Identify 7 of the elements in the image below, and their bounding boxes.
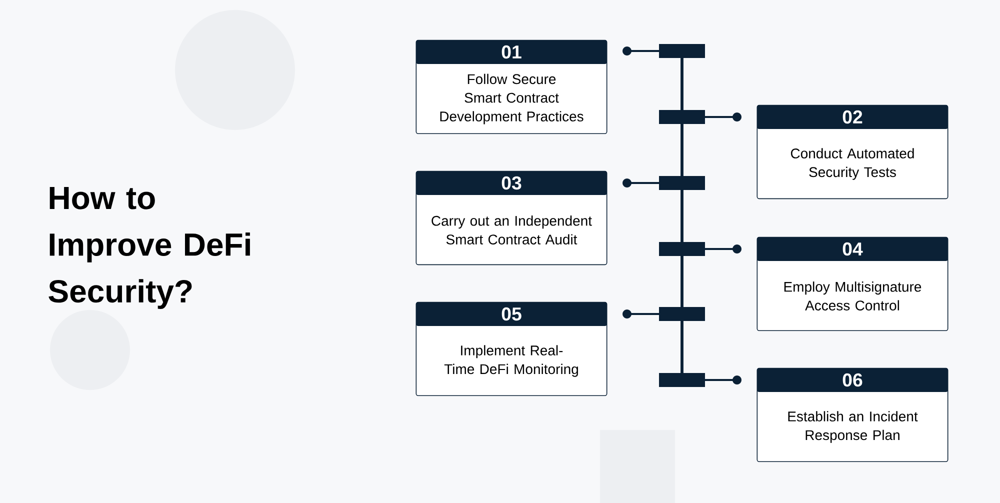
step-card: 03 Carry out an Independent Smart Contract Audit — [416, 170, 608, 266]
step-card: 06 Establish an Incident Response Plan — [756, 368, 948, 462]
step-card: 02 Conduct Automated Security Tests — [756, 104, 948, 200]
title: How to Improve DeFi Security? — [48, 187, 250, 309]
step-card: 01 Follow Secure Smart Contract Development Practices — [416, 40, 608, 134]
step-card: 04 Employ Multisignature Access Control — [756, 236, 948, 332]
step-card: 05 Implement Real-Time DeFi Monitoring — [416, 302, 608, 396]
